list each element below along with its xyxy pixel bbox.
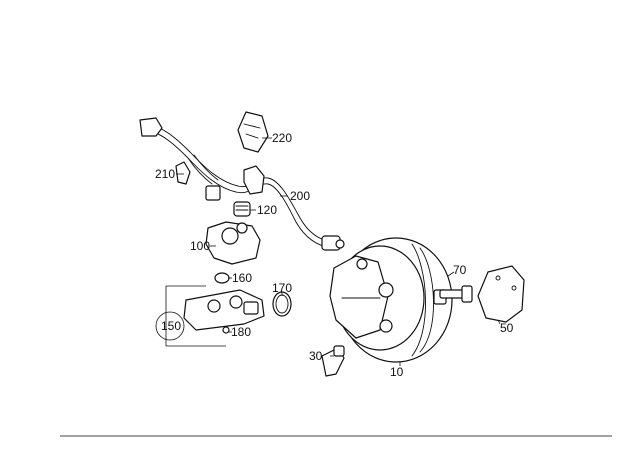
reservoir-seal[interactable] [214, 272, 230, 284]
master-cylinder[interactable] [183, 289, 265, 334]
callout-210: 210 [155, 167, 175, 181]
callout-120: 120 [257, 203, 277, 217]
callout-160: 160 [232, 271, 252, 285]
bracket-clip[interactable] [237, 111, 269, 153]
callout-170: 170 [272, 281, 292, 295]
callout-180: 180 [231, 325, 251, 339]
pressure-sensor[interactable] [321, 345, 345, 377]
line-bracket[interactable] [243, 165, 265, 195]
brake-booster[interactable] [329, 237, 453, 363]
callout-30: 30 [309, 349, 323, 363]
master-cylinder-bracket [155, 285, 226, 347]
callout-70: 70 [453, 263, 467, 277]
callout-200: 200 [290, 189, 310, 203]
callout-10: 10 [390, 365, 404, 379]
callout-150: 150 [161, 319, 181, 333]
brake-fluid-reservoir[interactable] [205, 221, 261, 265]
mounting-bolt[interactable] [439, 285, 473, 303]
callout-100: 100 [190, 239, 210, 253]
callout-50: 50 [500, 321, 514, 335]
reservoir-cap[interactable] [233, 201, 251, 217]
gasket[interactable] [477, 265, 525, 323]
callout-220: 220 [272, 131, 292, 145]
brake-line[interactable] [139, 117, 345, 251]
line-clip[interactable] [175, 161, 191, 185]
leader-lines [176, 137, 501, 366]
